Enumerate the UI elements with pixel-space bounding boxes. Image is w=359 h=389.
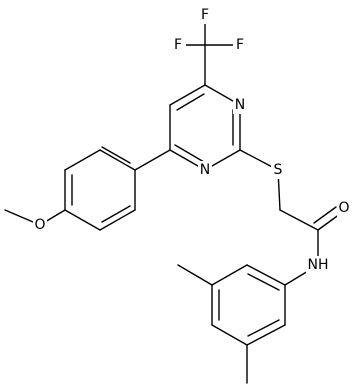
bond-a5-a6-inner [101, 205, 131, 223]
bond-b1-b2 [246, 264, 286, 286]
bond-b5-b6 [246, 324, 286, 346]
bond-a5-a6 [99, 209, 136, 231]
bond-c4-a1 [134, 149, 171, 171]
atom-s: S [271, 161, 285, 179]
svg-text:N: N [235, 97, 245, 113]
bond-a1-a2 [99, 149, 136, 171]
atom-o-methoxy: O [33, 216, 47, 234]
bond-co-o [317, 213, 341, 231]
svg-text:S: S [274, 162, 283, 178]
svg-text:NH: NH [308, 257, 329, 273]
bond-a2-a3 [64, 149, 101, 171]
bond-c5-c6 [169, 84, 206, 106]
svg-text:F: F [236, 37, 244, 53]
atom-f2: F [233, 36, 247, 54]
bond-b5-b6-inner [247, 319, 280, 337]
bond-co-o-inner [313, 206, 337, 224]
bond-b4-b5 [211, 324, 248, 346]
atom-o-carbonyl: O [337, 199, 351, 217]
bond-b1-b2-inner [247, 273, 280, 291]
svg-text:N: N [200, 162, 210, 178]
bond-b3-methyl [177, 264, 213, 286]
bond-b2-b3 [211, 264, 248, 286]
atom-n2: N [198, 161, 212, 179]
bonds [4, 21, 341, 384]
bond-ch2-co [279, 209, 319, 231]
svg-text:O: O [338, 200, 349, 216]
svg-text:F: F [201, 7, 209, 23]
bond-a4-a5 [64, 209, 101, 231]
atom-n1: N [233, 96, 247, 114]
atom-nh: NH [306, 256, 330, 274]
atom-labels: F F F N N S O NH [33, 6, 351, 274]
atom-f1: F [172, 36, 186, 54]
svg-text:O: O [34, 217, 45, 233]
bond-c5-c6-inner [176, 93, 205, 111]
bond-n2-c4-inner [174, 144, 205, 163]
atom-f3: F [198, 6, 212, 24]
bond-a1-a2-inner [101, 146, 131, 164]
svg-text:F: F [174, 37, 182, 53]
